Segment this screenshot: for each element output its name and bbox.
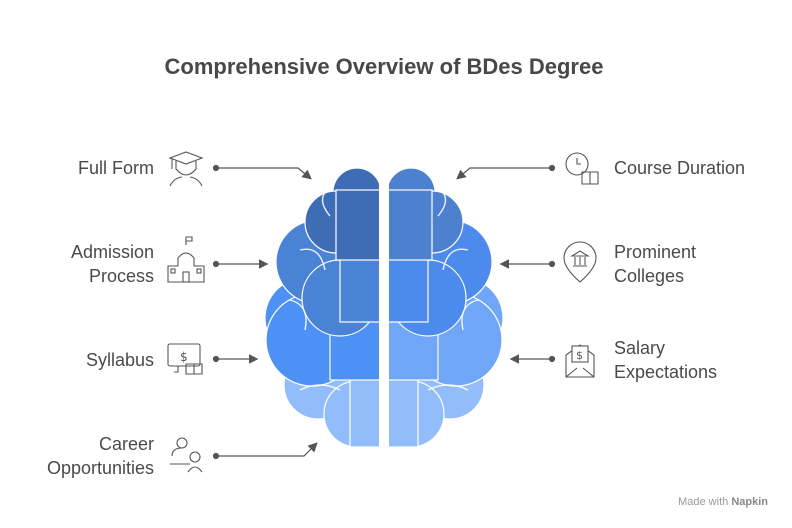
diagram-title: Comprehensive Overview of BDes Degree [164,54,604,79]
graduate-icon [168,151,204,187]
label-salary-expectations: Salary Expectations [614,338,718,382]
label-prominent-colleges: Prominent Colleges [614,242,697,286]
footer-credit: Made with Napkin [678,496,768,508]
napkin-logo: Napkin [731,496,768,508]
brain-right-half [389,167,504,448]
connector-lines [212,164,556,460]
brain-left-lobe-1 [304,167,379,261]
label-course-duration: Course Duration [614,158,746,178]
monitor-dollar-book-icon: $ [167,343,203,375]
brain-left-half [264,167,379,448]
institution-pin-icon [563,241,597,283]
label-full-form: Full Form [78,158,154,178]
svg-text:$: $ [576,349,583,362]
brain-folds [289,187,479,391]
svg-text:$: $ [180,350,188,364]
brain-left-lobe-2 [275,219,379,337]
school-building-icon [167,236,205,283]
clock-book-icon [565,152,599,185]
envelope-dollar-icon: $ [565,344,595,378]
label-syllabus: Syllabus [85,350,154,370]
label-admission-process: Admission Process [70,242,154,286]
people-desk-icon [170,437,203,473]
footer-prefix: Made with [678,496,729,508]
label-career-opportunities: Career Opportunities [46,434,154,478]
brain-right-lobe-1 [389,167,464,261]
